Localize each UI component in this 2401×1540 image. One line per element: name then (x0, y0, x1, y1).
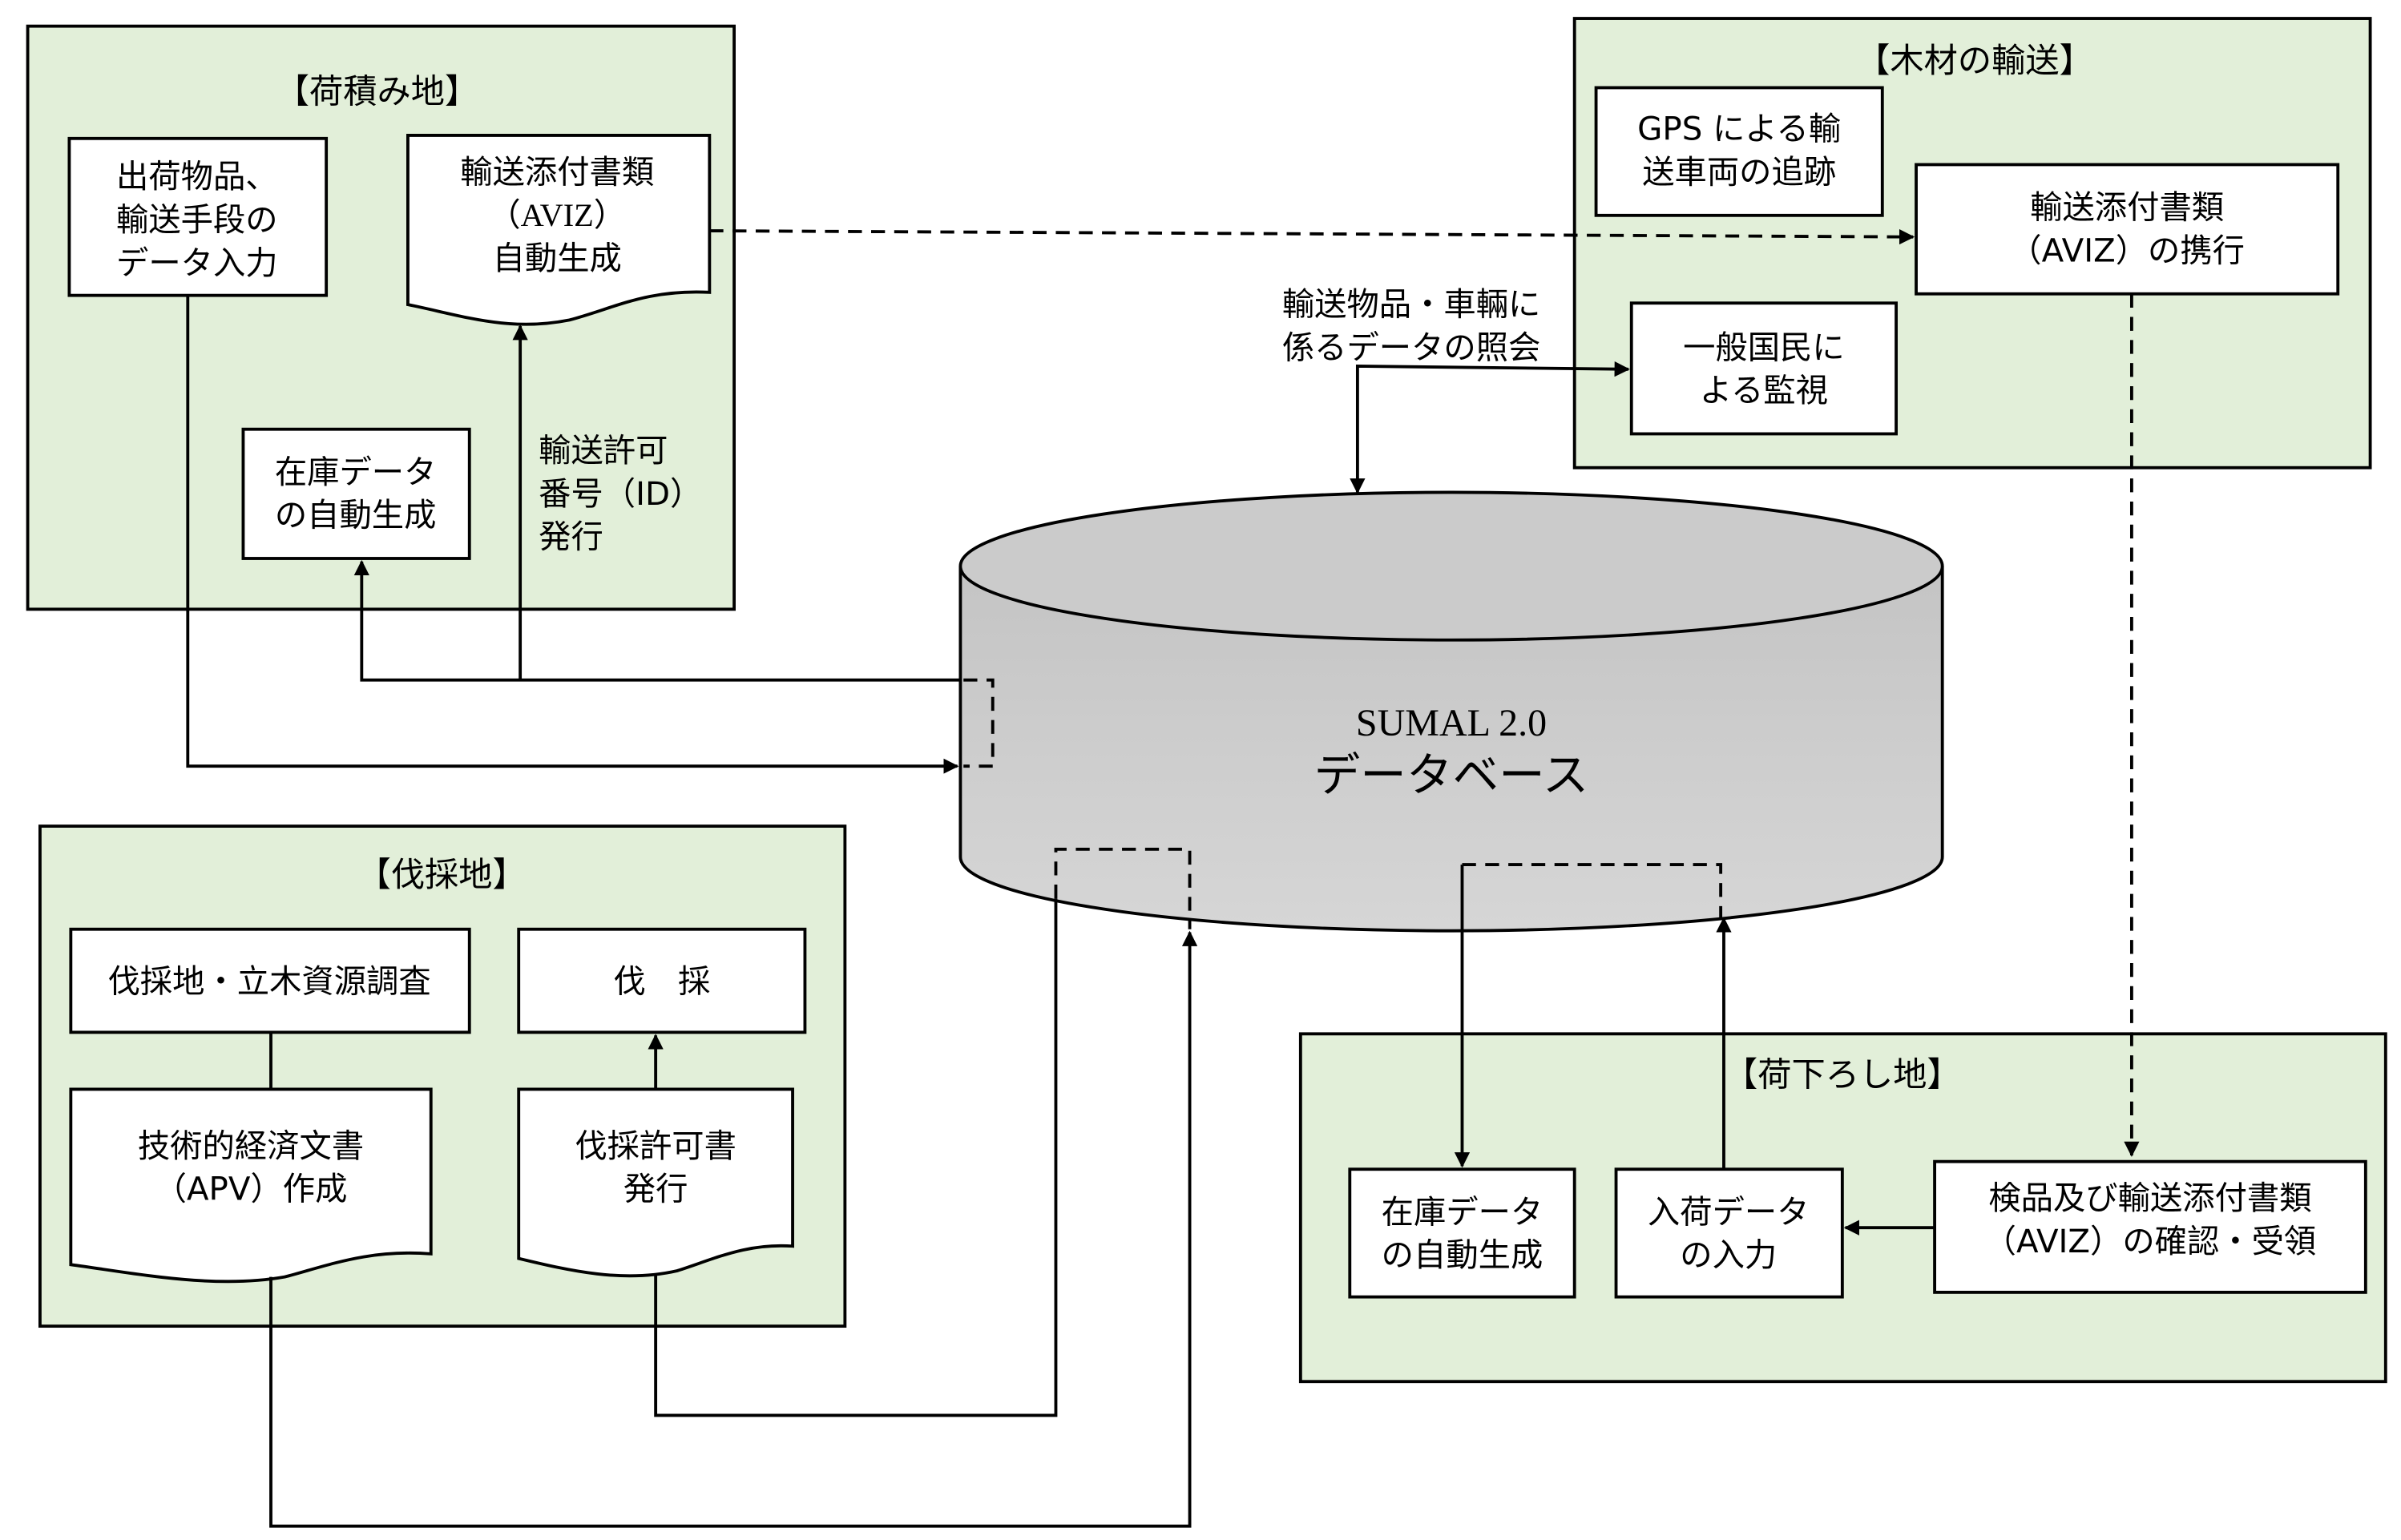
harvest-box (517, 927, 807, 1034)
aviz-doc-line: 輸送添付書類 (460, 153, 654, 191)
arrow-aviz-to-transport (709, 229, 1915, 245)
loading-stock-line: の自動生成 (275, 497, 437, 534)
survey-label: 伐採地・立木資源調査 (107, 962, 430, 1000)
arrow-query-public (1350, 361, 1630, 494)
unloading-site-group: 【荷下ろし地】 在庫データ の自動生成 入荷データ の入力 検品及び輸送添付書類… (1298, 1032, 2387, 1384)
loading-stock-line: 在庫データ (275, 454, 437, 491)
arrow-apv-to-db (269, 930, 1198, 1528)
sumal-database: SUMAL 2.0 データベース (958, 490, 1944, 933)
shipment-input-line: 輸送手段の (116, 201, 278, 239)
db-unloading-bracket (1462, 863, 1723, 919)
permit-id-label: 番号（ID） (539, 475, 702, 513)
harvest-label: 伐 採 (613, 962, 710, 1000)
harvest-site-group: 【伐採地】 伐採地・立木資源調査 伐 採 技術的経済文書 （APV）作成 伐採許… (38, 824, 847, 1328)
database-name: SUMAL 2.0 (1356, 702, 1547, 744)
permit-id-label: 輸送許可 (539, 432, 668, 470)
aviz-carry-box (1915, 163, 2340, 296)
arrival-line: の入力 (1680, 1236, 1777, 1274)
inspection-box (1933, 1159, 2367, 1294)
arrow-input-to-db (186, 295, 959, 774)
unloading-stock-line: の自動生成 (1382, 1236, 1544, 1274)
unloading-stock-line: 在庫データ (1382, 1193, 1544, 1231)
gps-tracking-box (1594, 86, 1884, 217)
loading-site-group: 【荷積み地】 出荷物品、 輸送手段の データ入力 輸送添付書類 （AVIZ） 自… (26, 24, 736, 611)
unloading-site-title: 【荷下ろし地】 (1724, 1055, 1961, 1095)
data-query-label: 輸送物品・車輛に (1282, 286, 1541, 324)
harvest-site-title: 【伐採地】 (357, 855, 527, 894)
db-harvest-bracket (1054, 847, 1192, 929)
line-permit-to-db (654, 898, 1058, 1417)
arrival-line: 入荷データ (1648, 1193, 1810, 1231)
arrival-input-box (1614, 1167, 1844, 1299)
gps-line: 送車両の追跡 (1642, 153, 1836, 191)
aviz-doc-line: 自動生成 (493, 240, 622, 277)
shipment-input-box (67, 136, 329, 297)
shipment-input-line: 出荷物品、 (116, 158, 278, 196)
db-loading-bracket (963, 678, 995, 768)
database-label: データベース (1314, 748, 1589, 802)
connectors (186, 229, 2140, 1528)
loading-site-title: 【荷積み地】 (276, 72, 478, 111)
aviz-doc-line: （AVIZ） (488, 197, 626, 233)
permit-id-label: 発行 (539, 518, 603, 556)
apv-doc (69, 1087, 433, 1284)
apv-line: （APV）作成 (155, 1171, 348, 1208)
unloading-stock-box (1348, 1167, 1576, 1299)
aviz-carry-line: 輸送添付書類 (2030, 189, 2224, 227)
gps-line: GPS による輸 (1637, 111, 1841, 148)
permit-doc-line: 伐採許可書 (575, 1127, 736, 1165)
transport-title: 【木材の輸送】 (1856, 41, 2093, 80)
harvest-permit-doc (517, 1087, 794, 1278)
permit-doc-line: 発行 (623, 1171, 688, 1208)
public-line: よる監視 (1700, 372, 1828, 409)
inspection-line: （AVIZ）の確認・受領 (1984, 1223, 2317, 1260)
data-query-label: 係るデータの照会 (1282, 329, 1541, 366)
aviz-auto-doc (406, 134, 712, 326)
arrow-db-to-stock (353, 559, 961, 682)
survey-box (69, 927, 471, 1034)
shipment-input-line: データ入力 (116, 244, 278, 282)
inspection-line: 検品及び輸送添付書類 (1988, 1179, 2311, 1217)
public-monitoring-box (1629, 301, 1898, 436)
aviz-carry-line: （AVIZ）の携行 (2009, 232, 2245, 269)
public-line: 一般国民に (1683, 329, 1845, 366)
loading-stock-box (241, 427, 471, 560)
transport-group: 【木材の輸送】 GPS による輸 送車両の追跡 輸送添付書類 （AVIZ）の携行… (1572, 17, 2372, 470)
apv-line: 技術的経済文書 (138, 1127, 364, 1165)
